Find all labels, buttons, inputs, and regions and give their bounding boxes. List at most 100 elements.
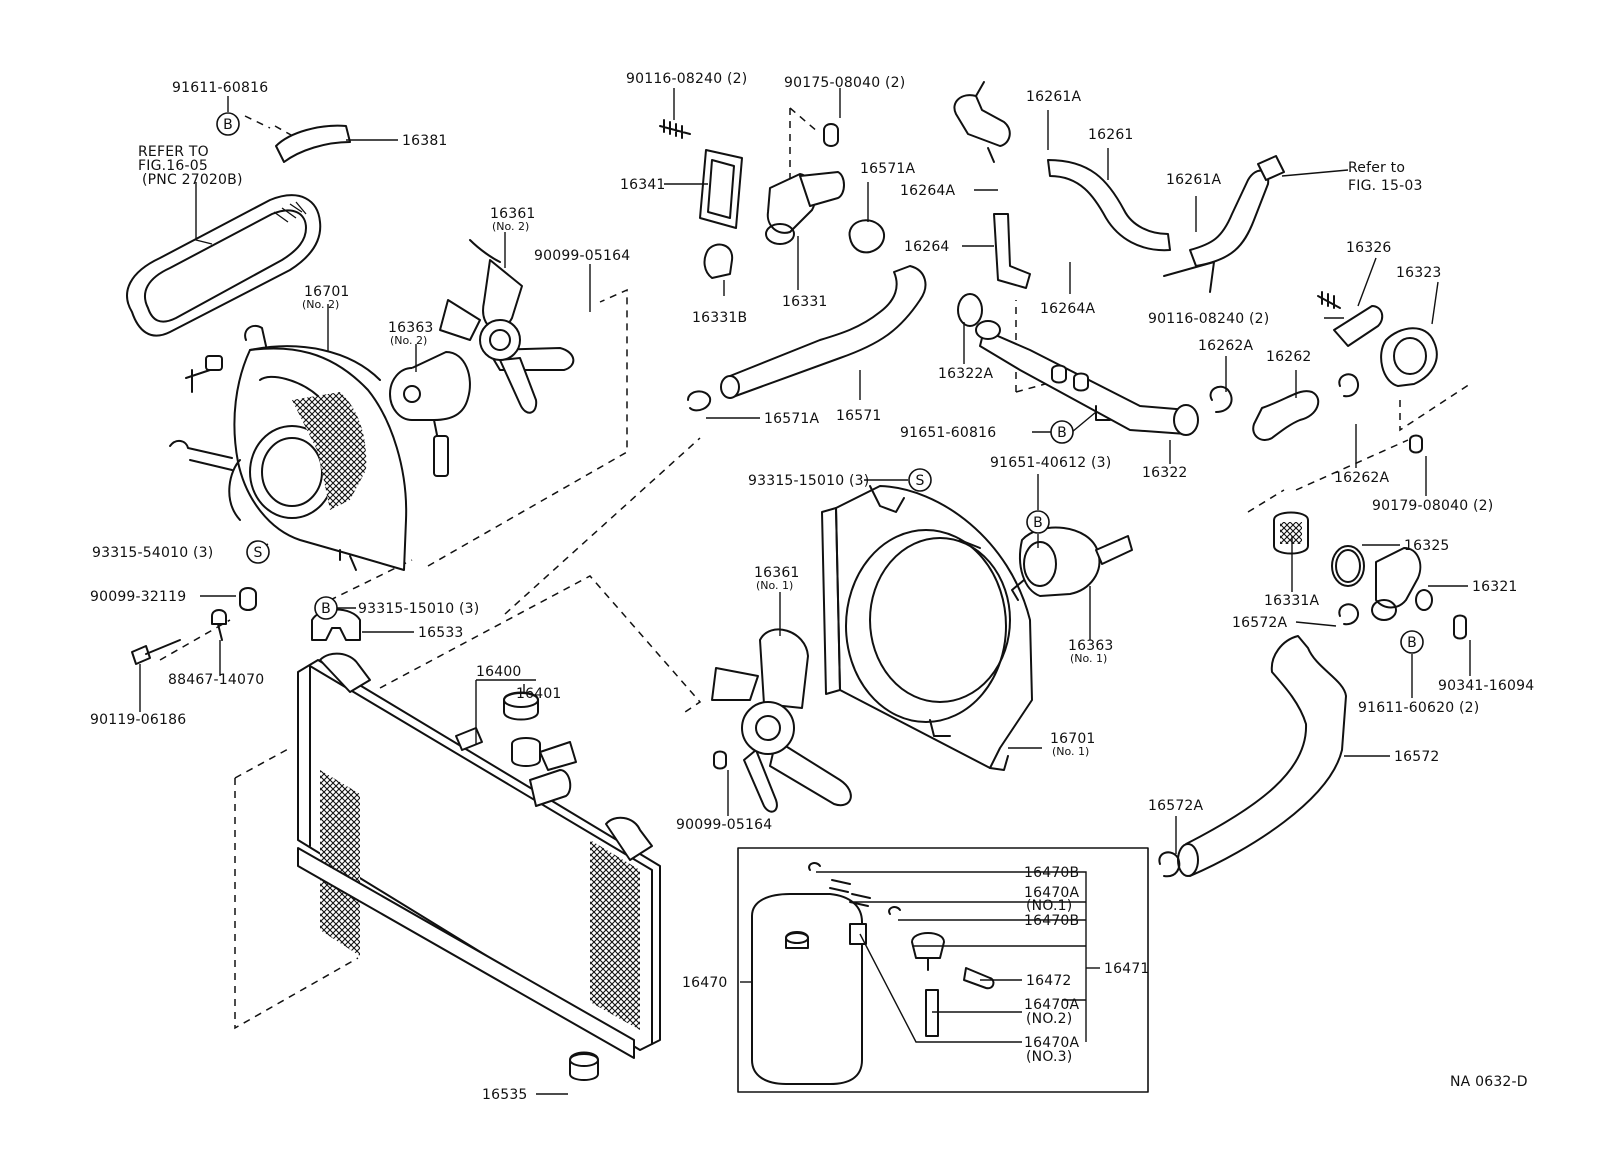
part-label: 16322 — [1142, 465, 1188, 481]
part-label: 90119-06186 — [90, 712, 186, 728]
drain-cock-drawing — [569, 1051, 599, 1081]
part-label: 16264A — [900, 183, 956, 199]
part-label: 16261A — [1166, 172, 1222, 188]
part-labels: 91611-60816 16381 REFER TO FIG.16-05 (PN… — [90, 71, 1534, 1103]
part-label: 16325 — [1404, 538, 1450, 554]
lower-radiator-hose-drawing — [1158, 635, 1347, 878]
part-label: 90116-08240 (2) — [1148, 311, 1269, 327]
part-label: 16261A — [1026, 89, 1082, 105]
part-label: (No. 1) — [1052, 745, 1089, 758]
part-label: 93315-15010 (3) — [358, 601, 479, 617]
part-label: 16331A — [1264, 593, 1320, 609]
part-label: 16323 — [1396, 265, 1442, 281]
part-label: 90099-05164 — [676, 817, 772, 833]
badge-b-text: B — [1033, 515, 1043, 531]
badge-b: B — [216, 112, 240, 136]
fan-blade-no2-drawing — [439, 239, 575, 414]
part-label: 16533 — [418, 625, 464, 641]
part-label: 16571 — [836, 408, 882, 424]
radiator-drawing — [297, 652, 661, 1059]
fan-shroud-no2-drawing — [169, 324, 408, 571]
part-label: 16472 — [1026, 973, 1072, 989]
part-label: 88467-14070 — [168, 672, 264, 688]
v-belt-drawing — [126, 194, 322, 337]
water-inlet-pipe-drawing — [957, 293, 1199, 436]
reserve-tank-box — [737, 847, 1149, 1093]
part-label: 16470B — [1024, 913, 1079, 929]
part-label: 91611-60816 — [172, 80, 268, 96]
thermostat-drawings — [1273, 511, 1467, 640]
radiator-cap-drawing — [503, 691, 539, 721]
badge-b-text: B — [1057, 425, 1067, 441]
part-label: 91611-60620 (2) — [1358, 700, 1479, 716]
part-label: 16363 — [388, 320, 434, 336]
part-label: 16571A — [860, 161, 916, 177]
leader-lines — [139, 88, 1471, 1095]
part-label: 16535 — [482, 1087, 528, 1103]
part-label: 16571A — [764, 411, 820, 427]
part-label: 16363 — [1068, 638, 1114, 654]
water-outlet-drawings — [659, 119, 886, 279]
part-label: (No. 2) — [492, 220, 529, 233]
badges: B S B B S B B — [216, 112, 1424, 654]
part-label: (No. 2) — [390, 334, 427, 347]
part-label: 16401 — [516, 686, 562, 702]
footer-code: NA 0632-D — [1450, 1074, 1528, 1090]
badge-s: S — [908, 468, 932, 492]
part-label: 16701 — [304, 284, 350, 300]
part-label: 16321 — [1472, 579, 1518, 595]
part-label: 93315-15010 (3) — [748, 473, 869, 489]
part-label: 16400 — [476, 664, 522, 680]
part-label: 16381 — [402, 133, 448, 149]
part-label: 16470A — [1024, 1035, 1080, 1051]
part-label: (PNC 27020B) — [142, 172, 243, 188]
part-label: 16331 — [782, 294, 828, 310]
badge-b: B — [1026, 510, 1050, 534]
part-label: 16470B — [1024, 865, 1079, 881]
badge-b-text: B — [321, 601, 331, 617]
part-label: 16572A — [1148, 798, 1204, 814]
thermostat-housing-drawings — [1209, 291, 1438, 454]
badge-b-text: B — [223, 117, 233, 133]
part-label: 16701 — [1050, 731, 1096, 747]
part-label: 90099-05164 — [534, 248, 630, 264]
badge-b: B — [314, 596, 338, 620]
part-label: 91651-40612 (3) — [990, 455, 1111, 471]
part-label: 93315-54010 (3) — [92, 545, 213, 561]
part-label: (No. 2) — [302, 298, 339, 311]
part-label: 16470A — [1024, 885, 1080, 901]
badge-s-text: S — [915, 473, 924, 489]
fan-blade-no1-drawing — [711, 628, 852, 813]
part-label: 91651-60816 — [900, 425, 996, 441]
upper-radiator-hose-drawing — [687, 265, 927, 412]
part-label: 16470A — [1024, 997, 1080, 1013]
part-label: 90099-32119 — [90, 589, 186, 605]
part-label: 16331B — [692, 310, 747, 326]
part-label: 16572A — [1232, 615, 1288, 631]
part-label: (No. 1) — [1070, 652, 1107, 665]
bypass-hose-drawings — [953, 81, 1285, 293]
part-label: REFER TO — [138, 144, 209, 160]
fan-shroud-no1-drawing — [821, 485, 1033, 771]
fan-motor-no2-drawing — [389, 351, 471, 477]
part-label: 16470 — [682, 975, 728, 991]
pulley-cover-drawing — [275, 124, 351, 163]
badge-b: B — [1050, 420, 1074, 444]
fan-motor-no1-drawing — [1011, 526, 1133, 601]
part-label: (NO.1) — [1026, 898, 1072, 914]
part-label: 16326 — [1346, 240, 1392, 256]
part-label: Refer to — [1348, 160, 1405, 176]
part-label: FIG. 15-03 — [1348, 178, 1423, 194]
badge-b-text: B — [1407, 635, 1417, 651]
badge-b: B — [1400, 630, 1424, 654]
part-label: 90116-08240 (2) — [626, 71, 747, 87]
part-label: 16261 — [1088, 127, 1134, 143]
part-label: 16262A — [1198, 338, 1254, 354]
part-label: 16471 — [1104, 961, 1150, 977]
part-label: 90341-16094 — [1438, 678, 1534, 694]
part-label: (NO.2) — [1026, 1011, 1072, 1027]
part-label: 16262A — [1334, 470, 1390, 486]
part-label: 16262 — [1266, 349, 1312, 365]
badge-s: S — [246, 540, 270, 564]
